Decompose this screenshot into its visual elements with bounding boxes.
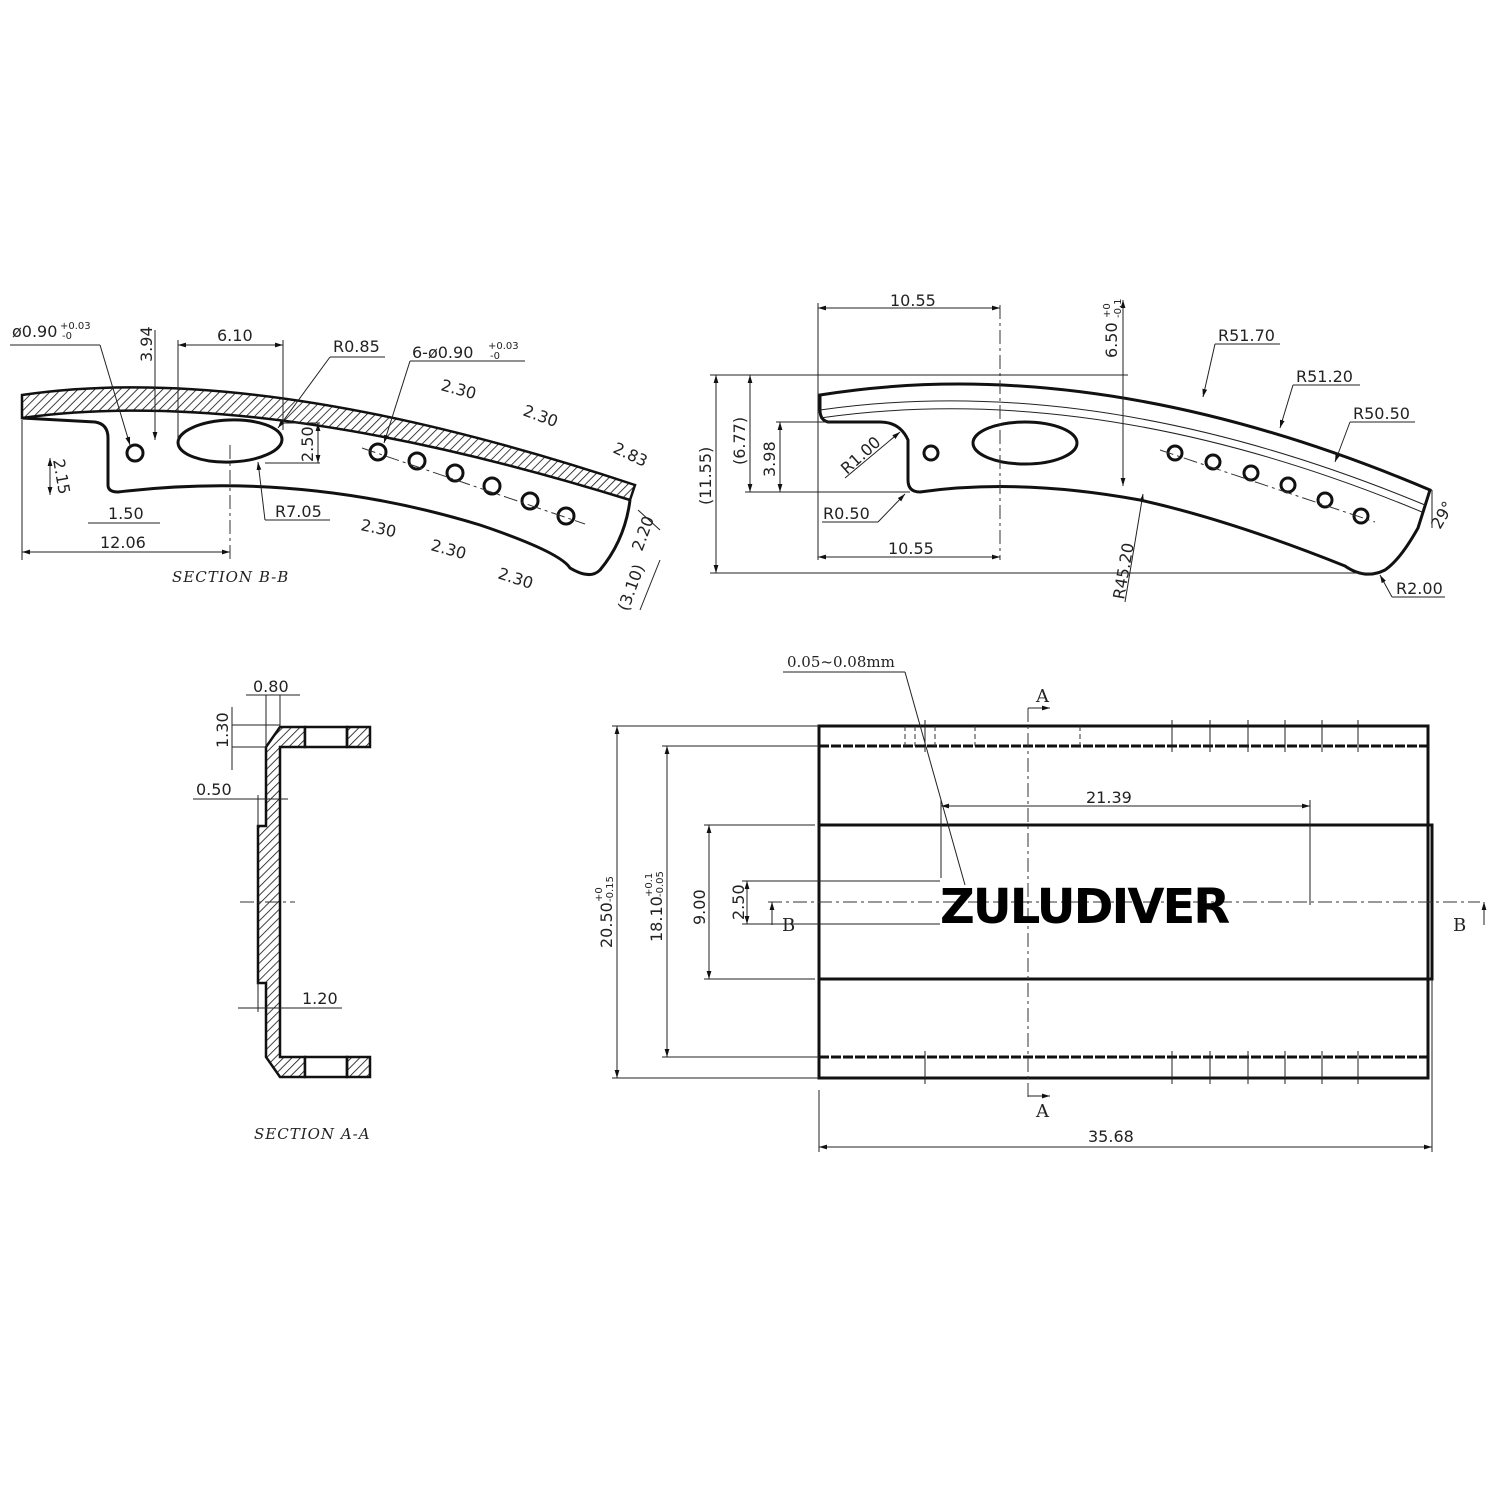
- side-dim-r5050: R50.50: [1353, 404, 1410, 423]
- top-dim-engrave-depth: 0.05~0.08mm: [787, 653, 895, 671]
- top-dim-1810-tol-upper: +0.1: [644, 873, 655, 897]
- side-dim-r200: R2.00: [1396, 579, 1443, 598]
- section-marker-a-top: A: [1035, 686, 1050, 707]
- bb-dim-394: 3.94: [137, 326, 156, 362]
- hole-row: [361, 442, 586, 526]
- side-dim-r5170: R51.70: [1218, 326, 1275, 345]
- bb-hole-dia-label: ø0.90: [12, 322, 57, 341]
- hidden-holes: [904, 720, 1359, 1084]
- bb-pitch-2: 2.30: [521, 401, 561, 431]
- top-dim-3568: 35.68: [1088, 1127, 1134, 1146]
- top-dim-2050-tol-lower: -0.15: [605, 876, 616, 902]
- side-dim-677: (6.77): [730, 417, 749, 465]
- side-dim-650-tol-lower: -0.1: [1113, 298, 1124, 318]
- bb-dim-r085: R0.85: [333, 337, 380, 356]
- bb-dim-310: (3.10): [614, 562, 648, 614]
- top-dim-250: 2.50: [729, 884, 748, 920]
- aa-dim-080: 0.80: [253, 677, 289, 696]
- section-bb-view: [10, 330, 661, 611]
- side-single-hole: [922, 444, 940, 462]
- bb-dim-250: 2.50: [298, 426, 317, 462]
- side-dim-398: 3.98: [760, 441, 779, 477]
- bb-multi-tol-lower: -0: [490, 351, 500, 362]
- top-dim-900: 9.00: [690, 889, 709, 925]
- top-dim-2050: 20.50: [597, 902, 616, 948]
- bb-dim-r705: R7.05: [275, 502, 322, 521]
- bb-pitch-5: 2.30: [496, 564, 536, 593]
- section-aa-view: [193, 694, 372, 1079]
- side-dim-bottom-1055: 10.55: [888, 539, 934, 558]
- bb-hole-tol-lower: -0: [62, 331, 72, 342]
- bb-dim-610: 6.10: [217, 326, 253, 345]
- side-dim-1155: (11.55): [696, 447, 715, 505]
- section-marker-b-left: B: [782, 915, 795, 936]
- side-dim-r050: R0.50: [823, 504, 870, 523]
- zuludiver-logo: ZULUDIVER: [940, 879, 1229, 935]
- bb-pitch-1: 2.30: [439, 376, 478, 404]
- section-aa-profile: [256, 725, 307, 1079]
- oval-slot: [176, 418, 284, 464]
- section-aa-title: SECTION A-A: [254, 1125, 371, 1143]
- top-dim-2139: 21.39: [1086, 788, 1132, 807]
- side-view: [710, 300, 1445, 603]
- bb-pitch-3: 2.30: [359, 515, 398, 541]
- bb-dim-220: 2.20: [628, 513, 658, 553]
- top-view: [612, 671, 1487, 1152]
- aa-dim-130: 1.30: [213, 712, 232, 748]
- aa-dim-050: 0.50: [196, 780, 232, 799]
- top-dim-2050-tol-upper: +0: [594, 887, 605, 902]
- side-dim-r100: R1.00: [837, 433, 884, 478]
- top-dim-1810: 18.10: [647, 896, 666, 942]
- side-dim-650: 6.50: [1102, 322, 1121, 358]
- bb-dim-1206: 12.06: [100, 533, 146, 552]
- bb-hole-tol-upper: +0.03: [60, 321, 91, 332]
- side-dim-r5120: R51.20: [1296, 367, 1353, 386]
- top-dim-1810-tol-lower: -0.05: [655, 871, 666, 897]
- section-bb-title: SECTION B-B: [172, 568, 289, 586]
- bb-dim-215: 2.15: [49, 457, 74, 495]
- section-bb-body-outline: [21, 416, 632, 576]
- side-view-outline: [818, 382, 1432, 576]
- single-hole: [125, 443, 145, 463]
- side-dim-650-tol-upper: +0: [1102, 303, 1113, 318]
- side-oval-slot: [971, 420, 1079, 466]
- bb-multi-tol-upper: +0.03: [488, 341, 519, 352]
- bb-multi-hole-label: 6-ø0.90: [412, 343, 473, 362]
- bb-dim-150: 1.50: [108, 504, 144, 523]
- side-dim-r4520: R45.20: [1109, 541, 1138, 600]
- section-bb-hatched-band: [20, 386, 637, 502]
- aa-dim-120: 1.20: [302, 989, 338, 1008]
- side-hole-row: [1159, 444, 1376, 525]
- section-marker-a-bottom: A: [1035, 1101, 1050, 1122]
- bb-dim-283: 2.83: [610, 438, 650, 470]
- side-dim-top-1055: 10.55: [890, 291, 936, 310]
- bb-pitch-4: 2.30: [429, 536, 468, 564]
- section-marker-b-right: B: [1453, 915, 1466, 936]
